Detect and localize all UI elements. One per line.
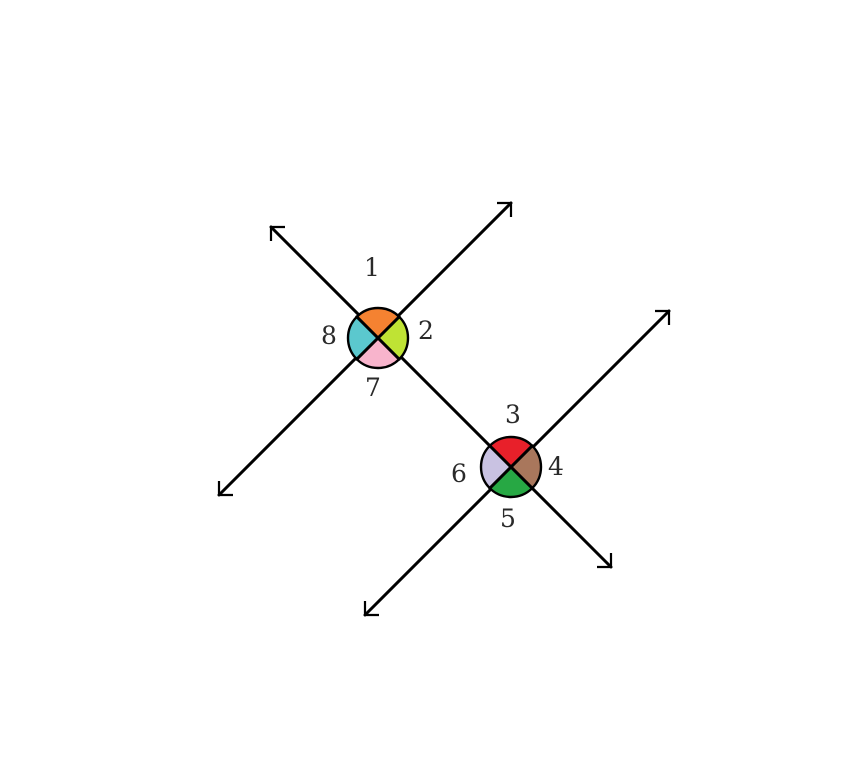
angle-7-sector: [356, 338, 400, 368]
angle-5-sector: [489, 467, 533, 497]
arrowhead-up-right: [497, 201, 513, 217]
angle-label-6: 6: [451, 459, 467, 488]
intersection-1: 1 2 7 8: [321, 253, 434, 402]
intersection-2-circle: [479, 435, 543, 499]
angle-label-8: 8: [321, 321, 337, 350]
intersection-1-circle: [346, 306, 410, 370]
arrowhead-up-left: [269, 225, 285, 241]
angle-label-1: 1: [364, 253, 380, 282]
angle-8-sector: [348, 316, 378, 360]
angle-4-sector: [511, 445, 541, 489]
arrowhead-down-left: [363, 601, 379, 617]
arrowhead-down-right: [597, 553, 613, 569]
arrowhead-up-right: [655, 309, 671, 325]
angle-label-2: 2: [418, 316, 434, 345]
angle-label-5: 5: [500, 504, 516, 533]
angle-2-sector: [378, 316, 408, 360]
angle-6-sector: [481, 445, 511, 489]
angle-label-7: 7: [365, 373, 381, 402]
angle-label-4: 4: [548, 452, 564, 481]
transversal-line: [269, 225, 613, 569]
arrowhead-down-left: [217, 481, 233, 497]
angle-label-3: 3: [505, 400, 521, 429]
angle-1-sector: [356, 308, 400, 338]
angle-3-sector: [489, 437, 533, 467]
intersection-2: 3 4 5 6: [451, 400, 564, 533]
